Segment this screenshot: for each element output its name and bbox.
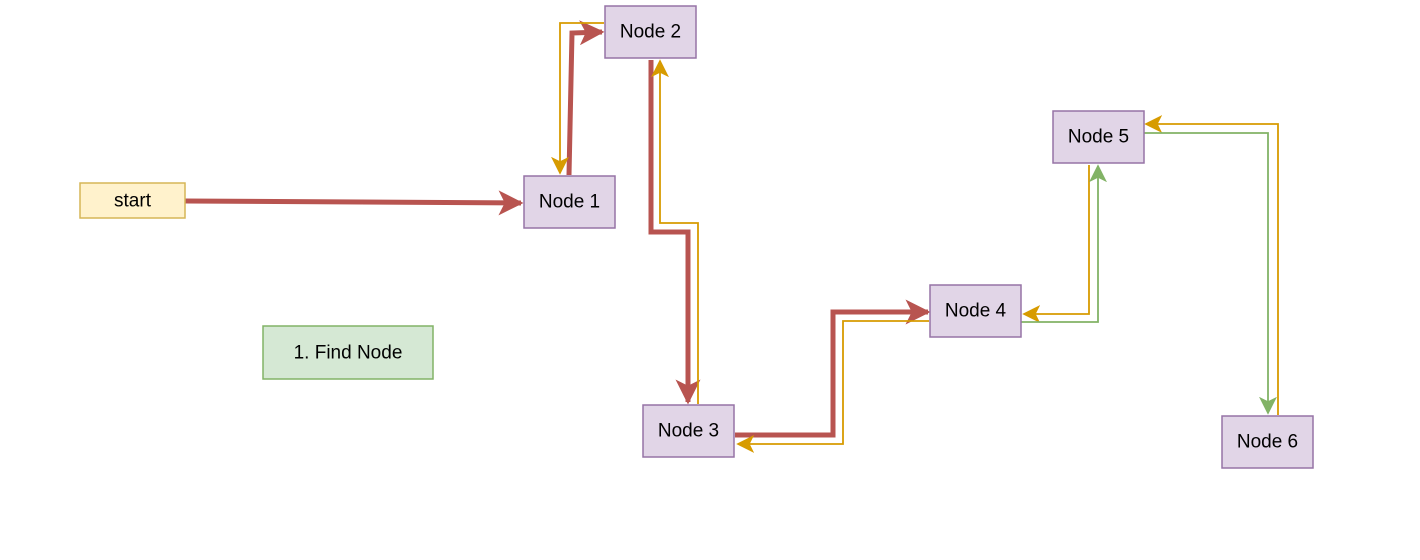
step-label-box (262, 325, 434, 380)
node-2[interactable]: Node 2 (604, 5, 697, 59)
node-3-label: Node 3 (658, 421, 719, 442)
nodes: start Node 1 Node 2 Node 3 Node 4 Node 5… (79, 5, 1314, 469)
node-5[interactable]: Node 5 (1052, 110, 1145, 164)
edge-node4-to-node5 (1021, 164, 1107, 323)
node-4-box (929, 284, 1022, 338)
node-3-box (642, 404, 735, 458)
node-6[interactable]: Node 6 (1221, 415, 1314, 469)
edge-node6-to-node5-return (1144, 115, 1279, 415)
node-2-label: Node 2 (620, 22, 681, 43)
step-label-text: 1. Find Node (294, 343, 403, 364)
edge-node5-to-node6 (1144, 132, 1277, 415)
node-5-label: Node 5 (1068, 127, 1129, 148)
start-node-box (79, 182, 186, 219)
edge-node2-to-node3 (648, 60, 701, 405)
node-3[interactable]: Node 3 (642, 404, 735, 458)
edge-node3-to-node4 (735, 299, 931, 438)
node-2-box (604, 5, 697, 59)
edges (184, 20, 1279, 453)
edge-node1-to-node2 (566, 20, 605, 176)
edge-node5-to-node4-return (1022, 165, 1090, 323)
edge-node3-to-node2-return (651, 59, 699, 404)
node-6-label: Node 6 (1237, 432, 1298, 453)
node-1[interactable]: Node 1 (523, 175, 616, 229)
node-6-box (1221, 415, 1314, 469)
node-1-box (523, 175, 616, 229)
step-label-node[interactable]: 1. Find Node (262, 325, 434, 380)
start-node-label: start (114, 191, 152, 212)
node-4-label: Node 4 (945, 301, 1007, 322)
edge-start-to-node1 (184, 190, 524, 216)
node-1-label: Node 1 (539, 192, 600, 213)
edge-node2-to-node1-return (551, 22, 604, 175)
edge-node4-to-node3-return (736, 320, 929, 453)
node-5-box (1052, 110, 1145, 164)
node-4[interactable]: Node 4 (929, 284, 1022, 338)
start-node[interactable]: start (79, 182, 186, 219)
